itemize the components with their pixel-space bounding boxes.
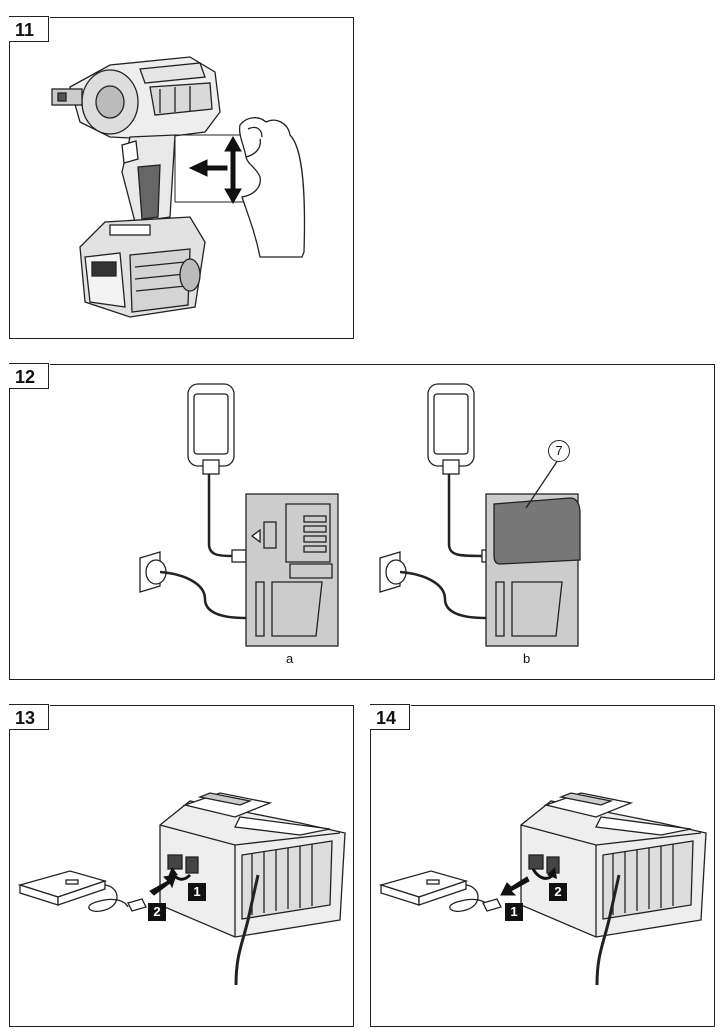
step-number-1: 1	[505, 903, 523, 921]
figure-12-panel: 12 a	[9, 363, 715, 680]
step-number-2: 2	[549, 883, 567, 901]
step-number-1: 1	[188, 883, 206, 901]
impact-wrench-illustration	[51, 56, 306, 318]
charger-usb-illustration: a b	[139, 383, 581, 666]
sub-figure-label-a: a	[286, 651, 294, 666]
callout-number-7: 7	[548, 440, 570, 462]
usb-connect-illustration	[17, 792, 346, 986]
step-number-2: 2	[148, 903, 166, 921]
sub-figure-label-b: b	[523, 651, 530, 666]
figure-13-panel: 13	[9, 704, 354, 1027]
figure-14-panel: 14	[370, 704, 715, 1027]
figure-number-12: 12	[9, 363, 49, 389]
figure-number-14: 14	[370, 704, 410, 730]
figure-11-panel: 11	[9, 16, 354, 339]
figure-number-13: 13	[9, 704, 49, 730]
figure-number-11: 11	[9, 16, 49, 42]
usb-disconnect-illustration	[378, 792, 707, 986]
